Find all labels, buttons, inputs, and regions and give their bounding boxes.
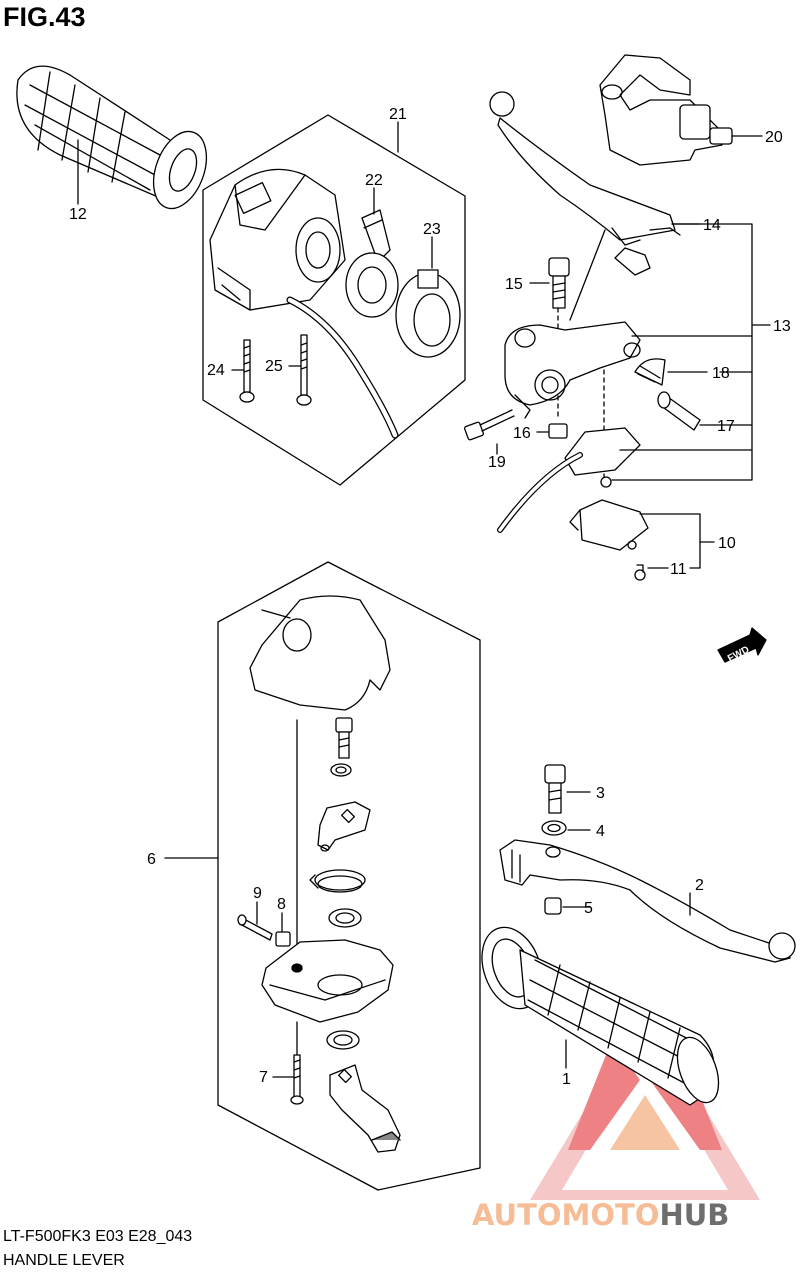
callout-4: 4 xyxy=(596,823,605,840)
throttle-housing-upper xyxy=(249,595,391,711)
handlebar-switch-housing xyxy=(209,168,399,439)
switch-lever-part-22 xyxy=(345,209,399,318)
right-grip-part-1 xyxy=(481,926,720,1106)
switch-part-14-group xyxy=(614,227,681,276)
brake-lever-upper xyxy=(489,91,676,246)
lever-part-2 xyxy=(499,839,796,963)
screw-part-24 xyxy=(239,339,255,403)
callout-10: 10 xyxy=(718,535,736,552)
callout-8: 8 xyxy=(277,896,286,913)
watermark-word-part1: AUTOMOTO xyxy=(472,1198,659,1232)
screw-part-17 xyxy=(657,391,701,431)
nut-part-16 xyxy=(548,423,568,439)
callout-24: 24 xyxy=(207,362,225,379)
lever-bracket-housing xyxy=(504,321,641,419)
dashed-assembly-line-a xyxy=(569,229,606,321)
section-name-label: HANDLE LEVER xyxy=(3,1252,125,1269)
callout-3: 3 xyxy=(596,785,605,802)
screw-part-9 xyxy=(237,914,273,941)
callout-20: 20 xyxy=(765,129,783,146)
screw-part-11 xyxy=(634,564,646,581)
screw-part-7 xyxy=(290,1054,304,1105)
callout-18: 18 xyxy=(712,365,730,382)
callout-19: 19 xyxy=(488,454,506,471)
bracket-leader-13 xyxy=(611,223,753,481)
fwd-arrow-icon xyxy=(717,627,767,663)
washer-part-4 xyxy=(541,820,567,836)
callout-25: 25 xyxy=(265,358,283,375)
callout-2: 2 xyxy=(695,877,704,894)
callout-12: 12 xyxy=(69,206,87,223)
callout-21: 21 xyxy=(389,106,407,123)
model-code-label: LT-F500FK3 E03 E28_043 xyxy=(3,1228,193,1245)
callout-13: 13 xyxy=(773,318,791,335)
switch-ring-part-23 xyxy=(395,269,461,358)
callout-14: 14 xyxy=(703,217,721,234)
throttle-spring xyxy=(309,869,366,893)
watermark-word-part2: HUB xyxy=(659,1198,729,1232)
bracket-part-20 xyxy=(599,54,733,166)
figure-title: FIG.43 xyxy=(3,2,86,32)
callout-22: 22 xyxy=(365,172,383,189)
left-grip-part-12 xyxy=(16,65,208,210)
watermark-wordmark: AUTOMOTOHUB xyxy=(472,1198,729,1232)
bracket-leader-10 xyxy=(639,513,701,569)
throttle-housing-lower xyxy=(261,939,394,1023)
callout-5: 5 xyxy=(584,900,593,917)
callout-23: 23 xyxy=(423,221,441,238)
bolt-part-15 xyxy=(548,257,570,309)
callout-11: 11 xyxy=(670,561,687,578)
screw-throttle-upper xyxy=(335,717,353,759)
throttle-cam xyxy=(317,801,371,852)
cover-part-18 xyxy=(634,358,666,386)
switch-part-10 xyxy=(569,499,649,551)
callout-9: 9 xyxy=(253,885,262,902)
nut-part-8 xyxy=(275,931,291,947)
callout-7: 7 xyxy=(259,1069,268,1086)
callout-1: 1 xyxy=(562,1071,571,1088)
callout-6: 6 xyxy=(147,851,156,868)
switch-group-box-21 xyxy=(202,114,466,486)
callout-16: 16 xyxy=(513,425,531,442)
washer-throttle-b xyxy=(328,908,362,928)
nut-part-5 xyxy=(544,897,562,915)
throttle-lever xyxy=(329,1064,401,1153)
svg-text:AUTOMOTOHUB: AUTOMOTOHUB xyxy=(472,1198,729,1232)
screw-part-19 xyxy=(464,409,515,441)
callout-17: 17 xyxy=(717,418,735,435)
screw-part-25 xyxy=(296,334,312,406)
cable-and-switch-plate xyxy=(497,427,641,533)
washer-throttle-c xyxy=(326,1030,360,1050)
bolt-part-3 xyxy=(544,764,566,814)
throttle-group-box-6 xyxy=(217,561,481,1191)
washer-throttle-a xyxy=(330,763,352,777)
callout-15: 15 xyxy=(505,276,523,293)
